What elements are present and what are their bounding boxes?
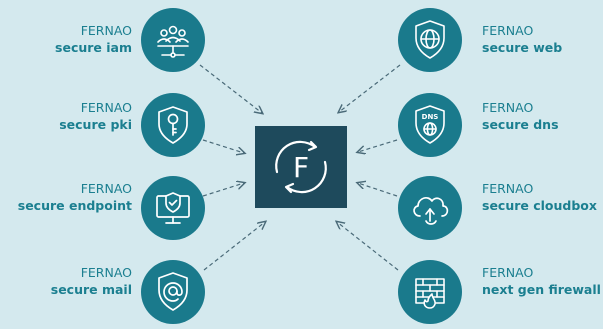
product-name: secure pki [59, 117, 132, 132]
product-label-pki: FERNAO secure pki [2, 99, 132, 133]
product-name: secure cloudbox [482, 198, 597, 213]
brand-text: FERNAO [482, 100, 534, 115]
product-label-endpoint: FERNAO secure endpoint [2, 180, 132, 214]
product-label-cloudbox: FERNAO secure cloudbox [482, 180, 603, 214]
shield-at-icon [141, 260, 205, 324]
product-name: next gen firewall [482, 282, 601, 297]
brand-text: FERNAO [80, 181, 132, 196]
arrow-pki [202, 139, 244, 153]
brand-text: FERNAO [80, 100, 132, 115]
product-name: secure web [482, 40, 563, 55]
arrow-mail [203, 222, 265, 271]
brand-text: FERNAO [482, 23, 534, 38]
center-letter: F [293, 151, 309, 184]
arrow-web [339, 64, 401, 112]
arrow-firewall [337, 222, 399, 271]
brand-text: FERNAO [80, 23, 132, 38]
arrow-cloudbox [358, 183, 398, 197]
shield-dns-icon: DNS [398, 93, 462, 157]
brand-text: FERNAO [482, 265, 534, 280]
product-name: secure dns [482, 117, 559, 132]
product-label-dns: FERNAO secure dns [482, 99, 603, 133]
users-network-icon [141, 8, 205, 72]
brand-text: FERNAO [482, 181, 534, 196]
product-label-mail: FERNAO secure mail [2, 264, 132, 298]
cycle-arrows-icon: F [255, 126, 347, 208]
product-name: secure endpoint [17, 198, 132, 213]
product-name: secure mail [50, 282, 132, 297]
shield-key-icon [141, 93, 205, 157]
arrow-iam [199, 64, 262, 113]
arrow-endpoint [202, 183, 244, 197]
monitor-shield-icon [141, 176, 205, 240]
shield-globe-icon [398, 8, 462, 72]
product-label-web: FERNAO secure web [482, 22, 603, 56]
product-name: secure iam [55, 40, 132, 55]
arrow-dns [358, 139, 398, 152]
product-label-firewall: FERNAO next gen firewall [482, 264, 603, 298]
dns-icon-text: DNS [422, 113, 439, 121]
firewall-flame-icon [398, 260, 462, 324]
brand-text: FERNAO [80, 265, 132, 280]
cloud-sync-icon [398, 176, 462, 240]
product-label-iam: FERNAO secure iam [2, 22, 132, 56]
